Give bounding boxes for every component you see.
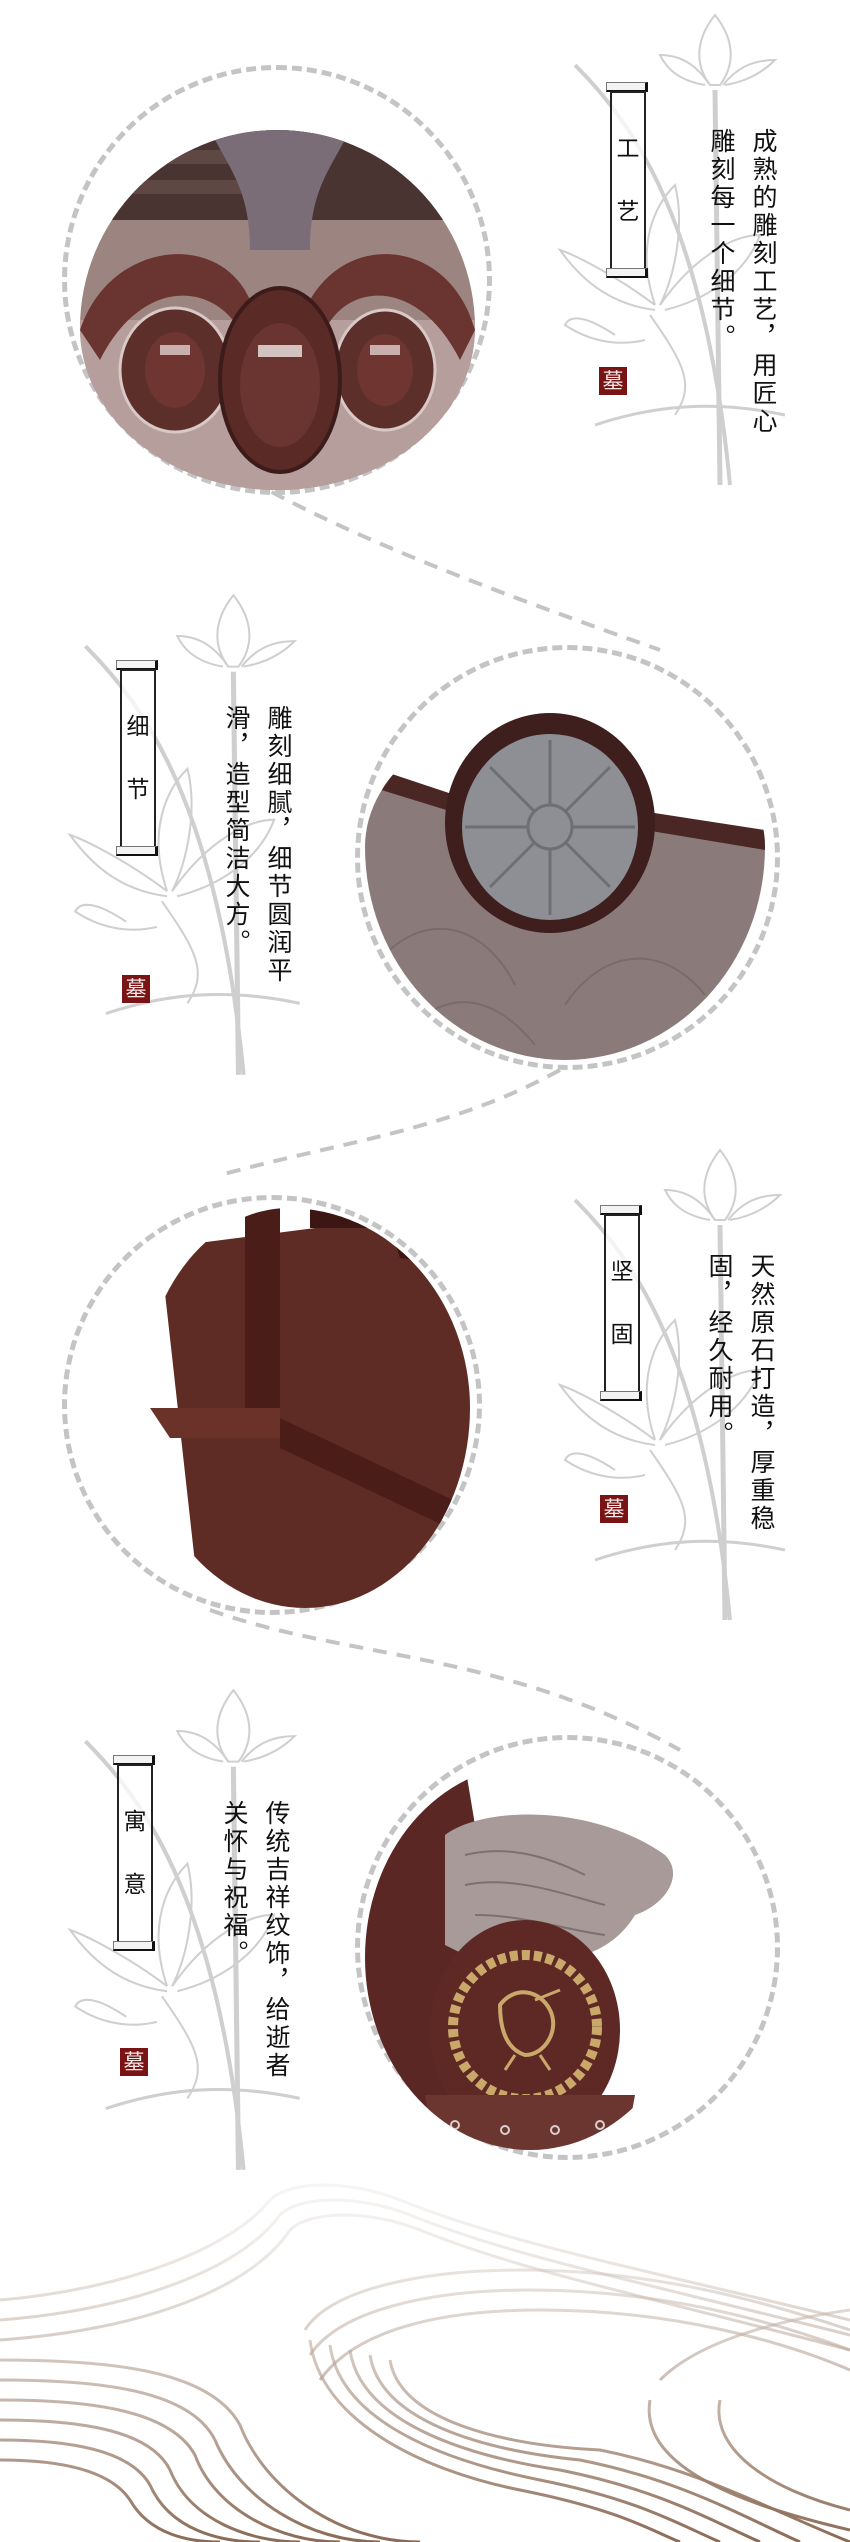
title-char: 节 — [126, 777, 150, 803]
section-description: 天然原石打造，厚重稳固，经久耐用。 — [705, 1253, 776, 1533]
seal-stamp: 墓 — [599, 367, 627, 395]
seal-stamp: 墓 — [600, 1495, 628, 1523]
lotus-drawing — [557, 13, 786, 486]
section-description: 雕刻细腻，细节圆润平滑，造型简洁大方。 — [222, 705, 293, 985]
section-meaning: 寓 意 传统吉祥纹饰，给逝者关怀与祝福。 墓 — [0, 1670, 850, 2230]
photo-frame-ring — [355, 1735, 780, 2160]
lotus-drawing — [557, 1148, 786, 1621]
photo-frame-ring — [62, 65, 492, 495]
section-craft: 工 艺 成熟的雕刻工艺，用匠心雕刻每一个细节。 墓 — [0, 0, 850, 560]
photo-meaning-dragon — [365, 1765, 695, 2150]
section-description: 传统吉祥纹饰，给逝者关怀与祝福。 — [220, 1800, 291, 2080]
title-char: 坚 — [610, 1259, 634, 1285]
photo-frame-ring — [62, 1195, 482, 1615]
section-title-scroll: 细 节 — [116, 660, 164, 860]
title-char: 艺 — [616, 199, 640, 225]
title-char: 意 — [123, 1872, 147, 1898]
seal-stamp: 墓 — [122, 975, 150, 1003]
photo-frame-ring — [355, 645, 780, 1070]
title-char: 工 — [616, 136, 640, 162]
section-title-scroll: 工 艺 — [606, 82, 654, 282]
section-description: 成熟的雕刻工艺，用匠心雕刻每一个细节。 — [707, 128, 778, 436]
section-title-scroll: 寓 意 — [113, 1755, 161, 1955]
photo-detail-medallion — [365, 705, 765, 1060]
title-char: 细 — [126, 714, 150, 740]
section-detail: 细 节 雕刻细腻，细节圆润平滑，造型简洁大方。 墓 — [0, 580, 850, 1140]
lotus-drawing — [67, 593, 301, 1075]
section-title-scroll: 坚 固 — [600, 1205, 648, 1405]
title-char: 寓 — [123, 1809, 147, 1835]
lotus-drawing — [67, 1688, 301, 2170]
title-char: 固 — [610, 1322, 634, 1348]
seal-stamp: 墓 — [120, 2048, 148, 2076]
section-sturdy: 坚 固 天然原石打造，厚重稳固，经久耐用。 墓 — [0, 1120, 850, 1680]
